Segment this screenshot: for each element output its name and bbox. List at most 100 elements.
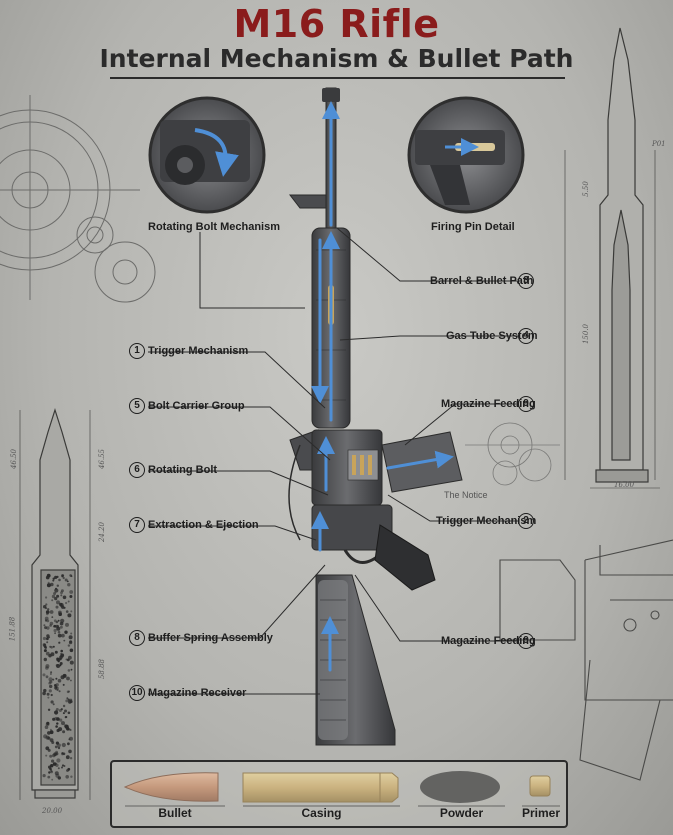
powder-granule — [52, 717, 56, 721]
powder-granule — [54, 650, 58, 654]
powder-granule — [55, 587, 57, 590]
powder-granule — [45, 675, 49, 679]
powder-granule — [43, 643, 46, 646]
powder-granule — [60, 594, 63, 597]
powder-granule — [67, 613, 72, 618]
powder-granule — [42, 691, 46, 696]
powder-granule — [47, 748, 51, 752]
powder-granule — [54, 597, 58, 601]
rifle-sketch-lower-right — [499, 539, 673, 781]
powder-granule — [59, 718, 63, 722]
powder-granule — [54, 684, 57, 687]
callout-label-magazine-receiver: Magazine Receiver — [148, 687, 247, 699]
callout-label-trigger-left: Trigger Mechanism — [148, 345, 249, 357]
powder-granule — [60, 652, 63, 655]
powder-granule — [61, 574, 65, 578]
dimension-label: 16.00 — [614, 481, 635, 489]
connector-inset-bolt — [199, 232, 305, 309]
callout-number-bolt-carrier: 5 — [129, 398, 145, 414]
powder-granule — [60, 649, 63, 653]
powder-granule — [45, 607, 47, 610]
powder-granule — [45, 575, 50, 580]
powder-granule — [49, 645, 52, 648]
powder-granule — [57, 746, 61, 750]
powder-granule — [60, 708, 63, 711]
powder-granule — [69, 700, 73, 704]
powder-granule — [65, 716, 68, 718]
powder-granule — [68, 728, 71, 731]
powder-granule — [60, 591, 63, 595]
callout-label-trigger-right: Trigger Mechanism — [436, 515, 537, 527]
powder-granule — [45, 651, 50, 656]
dimension-label: 150.0 — [582, 323, 591, 345]
inset-firing-pin — [407, 96, 525, 214]
powder-granule — [61, 633, 65, 638]
page-subtitle: Internal Mechanism & Bullet Path — [99, 44, 574, 73]
powder-granule — [56, 594, 60, 598]
powder-granule — [69, 590, 74, 594]
powder-granule — [68, 749, 72, 754]
powder-granule — [45, 610, 50, 614]
powder-granule — [46, 641, 49, 644]
dimension-label: 46.50 — [10, 448, 19, 470]
powder-granule — [68, 738, 71, 741]
powder-granule — [50, 770, 53, 774]
powder-granule — [47, 775, 51, 779]
powder-granule — [48, 677, 53, 682]
powder-granule — [70, 775, 73, 778]
callout-leader-lines — [148, 227, 518, 695]
powder-granule — [61, 766, 63, 769]
powder-granule — [55, 741, 60, 745]
powder-granule — [55, 605, 59, 609]
powder-granule — [65, 622, 69, 627]
powder-granule — [52, 645, 55, 648]
powder-granule — [60, 625, 63, 629]
component-label-bullet: Bullet — [158, 806, 192, 820]
powder-granule — [57, 678, 62, 683]
powder-granule — [43, 657, 47, 662]
callout-label-magazine-feeding-lower: Magazine Feeding — [441, 635, 536, 647]
callout-label-magazine-feeding-upper: Magazine Feeding — [441, 398, 536, 410]
powder-granule — [66, 676, 70, 681]
subtitle-underline — [110, 77, 565, 79]
dimension-label: 46.55 — [98, 448, 107, 470]
powder-granule — [55, 763, 59, 767]
powder-granule — [69, 648, 74, 653]
callout-label-gas-tube: Gas Tube System — [446, 330, 538, 342]
page-title: M16 Rifle — [233, 2, 440, 46]
powder-granule — [67, 742, 70, 746]
powder-granule — [54, 745, 58, 749]
powder-granule — [64, 724, 69, 729]
powder-granule — [56, 758, 61, 763]
powder-granule — [62, 712, 65, 715]
powder-granule — [65, 775, 69, 779]
powder-granule — [52, 678, 55, 681]
callout-number-buffer-spring: 8 — [129, 630, 145, 646]
dimension-label: P01 — [652, 140, 666, 148]
powder-granule — [55, 677, 58, 680]
dimension-label: 24.20 — [98, 521, 107, 543]
callout-label-extraction: Extraction & Ejection — [148, 519, 259, 531]
powder-granule — [63, 606, 66, 609]
powder-granule — [47, 696, 50, 699]
powder-granule — [58, 727, 63, 732]
powder-granule — [49, 624, 52, 627]
powder-granule — [66, 580, 69, 583]
dimension-label: 5.50 — [581, 181, 590, 197]
powder-granule — [56, 626, 61, 631]
powder-granule — [68, 655, 72, 660]
powder-granule — [58, 641, 61, 644]
powder-granule — [70, 575, 73, 578]
powder-granule — [46, 626, 50, 630]
powder-granule — [62, 683, 65, 686]
powder-granule — [66, 690, 70, 694]
inset-rotating-bolt — [148, 96, 266, 214]
powder-granule — [51, 778, 54, 781]
powder-granule — [55, 773, 60, 778]
callout-number-magazine-feeding-lower: 9 — [518, 633, 534, 649]
callout-number-rotating-bolt: 6 — [129, 462, 145, 478]
powder-granule — [46, 637, 49, 641]
callout-number-magazine-feeding-upper: 9 — [518, 396, 534, 412]
powder-granule — [65, 610, 69, 613]
